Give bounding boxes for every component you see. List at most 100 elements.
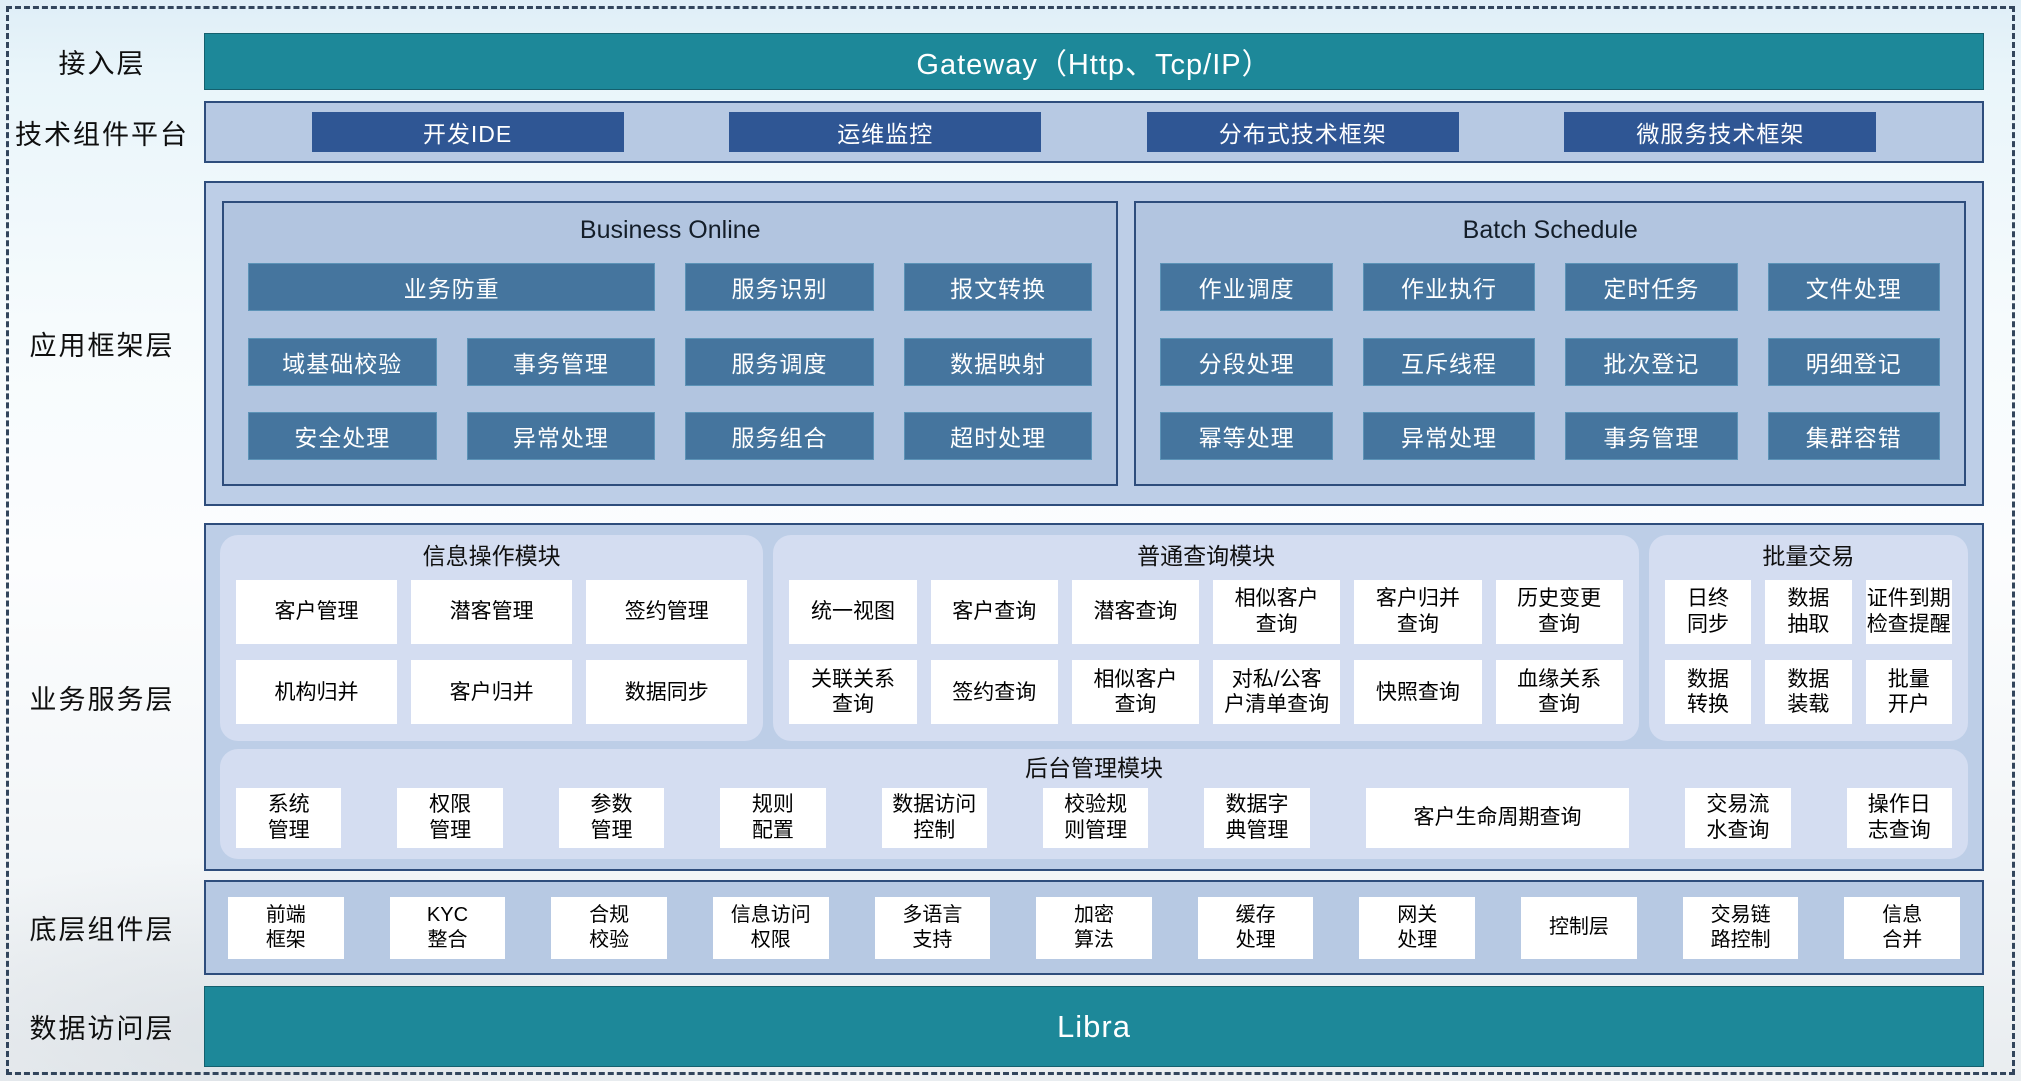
admin-item-permission-mgmt: 权限 管理 (397, 788, 503, 848)
tech-item-microservice-framework: 微服务技术框架 (1564, 112, 1877, 152)
frame-item-mutex-thread: 互斥线程 (1362, 337, 1536, 386)
base-item-compliance-check: 合规 校验 (551, 896, 667, 959)
frame-item-file-process: 文件处理 (1767, 263, 1940, 312)
business-service-band: 信息操作模块 客户管理 潜客管理 签约管理 机构归并 客户归并 数据同步 (204, 523, 1984, 871)
frame-item-detail-register: 明细登记 (1767, 337, 1940, 386)
base-item-multilanguage-support: 多语言 支持 (874, 896, 991, 959)
gateway-bar: Gateway（Http、Tcp/IP） (204, 33, 1984, 90)
base-item-control-layer: 控制层 (1521, 896, 1637, 959)
frame-item-job-schedule: 作业调度 (1160, 263, 1333, 312)
info-ops-grid: 客户管理 潜客管理 签约管理 机构归并 客户归并 数据同步 (236, 575, 748, 729)
query-item-prospect-query: 潜客查询 (1071, 579, 1200, 644)
tech-item-dev-ide: 开发IDE (311, 112, 624, 152)
query-grid: 统一视图 客户查询 潜客查询 相似客户 查询 客户归并 查询 历史变更 查询 关… (789, 575, 1623, 729)
libra-bar: Libra (204, 986, 1984, 1067)
layer-access: 接入层 Gateway（Http、Tcp/IP） (0, 33, 2021, 90)
layer-business-service: 业务服务层 信息操作模块 客户管理 潜客管理 签约管理 机构归并 客户归并 (0, 523, 2021, 871)
service-item-org-merge: 机构归并 (236, 660, 398, 725)
admin-item-parameter-mgmt: 参数 管理 (558, 788, 665, 848)
batch-item-eod-sync: 日终 同步 (1664, 579, 1752, 644)
data-access-gutter: 数据访问层 (0, 986, 204, 1067)
query-panel: 普通查询模块 统一视图 客户查询 潜客查询 相似客户 查询 客户归并 查询 历史… (773, 535, 1639, 741)
query-item-similar-customer-query2: 相似客户 查询 (1071, 660, 1200, 725)
frame-item-timeout: 超时处理 (903, 411, 1093, 460)
admin-item-customer-lifecycle-query: 客户生命周期查询 (1365, 788, 1630, 848)
tech-platform-band: 开发IDE 运维监控 分布式技术框架 微服务技术框架 (204, 101, 1984, 163)
layer-label-tech-platform: 技术组件平台 (15, 119, 189, 150)
layer-rows: 接入层 Gateway（Http、Tcp/IP） 技术组件平台 开发IDE 运维… (0, 33, 2021, 1067)
service-item-customer-merge: 客户归并 (411, 660, 573, 725)
frame-item-cluster-tolerance: 集群容错 (1767, 411, 1940, 460)
layer-label-access: 接入层 (58, 49, 146, 79)
service-top-panels: 信息操作模块 客户管理 潜客管理 签约管理 机构归并 客户归并 数据同步 (220, 535, 1968, 741)
layer-label-base-components: 底层组件层 (29, 915, 175, 945)
batch-schedule-panel: Batch Schedule 作业调度 作业执行 定时任务 文件处理 分段处理 … (1134, 201, 1966, 486)
frame-item-idempotent: 幂等处理 (1160, 411, 1333, 460)
layer-base-components: 底层组件层 前端 框架 KYC 整合 合规 校验 信息访问 权限 多语言 支持 … (0, 880, 2021, 975)
layer-label-data-access: 数据访问层 (29, 1014, 175, 1044)
layer-data-access: 数据访问层 Libra (0, 986, 2021, 1067)
admin-item-transaction-flow-query: 交易流 水查询 (1685, 788, 1791, 848)
admin-item-operation-log-query: 操作日 志查询 (1846, 788, 1952, 848)
admin-item-data-access-control: 数据访问 控制 (881, 788, 987, 848)
tech-item-distributed-framework: 分布式技术框架 (1146, 112, 1459, 152)
libra-bar-label: Libra (1057, 1008, 1131, 1044)
query-item-customer-list-query: 对私/公客 户清单查询 (1213, 660, 1341, 725)
admin-panel: 后台管理模块 系统 管理 权限 管理 参数 管理 规则 配置 数据访问 控制 校… (220, 749, 1968, 859)
batch-tx-grid: 日终 同步 数据 抽取 证件到期 检查提醒 数据 转换 数据 装载 批量 开户 (1664, 575, 1952, 729)
base-gutter: 底层组件层 (0, 880, 204, 975)
frame-item-segment-process: 分段处理 (1160, 337, 1333, 386)
info-ops-panel: 信息操作模块 客户管理 潜客管理 签约管理 机构归并 客户归并 数据同步 (220, 535, 764, 741)
batch-item-cert-expiry-reminder: 证件到期 检查提醒 (1865, 579, 1952, 644)
layer-label-app-framework: 应用框架层 (29, 331, 175, 361)
info-ops-title: 信息操作模块 (422, 543, 561, 569)
gateway-bar-label: Gateway（Http、Tcp/IP） (916, 48, 1272, 81)
base-item-cache-process: 缓存 处理 (1197, 896, 1314, 959)
frame-item-service-identify: 服务识别 (685, 263, 874, 312)
base-item-gateway-process: 网关 处理 (1359, 896, 1476, 959)
frame-item-data-mapping: 数据映射 (903, 337, 1093, 386)
service-item-customer-mgmt: 客户管理 (236, 579, 398, 644)
batch-schedule-grid: 作业调度 作业执行 定时任务 文件处理 分段处理 互斥线程 批次登记 明细登记 … (1160, 253, 1940, 470)
base-item-info-merge: 信息 合并 (1844, 896, 1961, 959)
app-framework-band: Business Online 业务防重 服务识别 报文转换 域基础校验 事务管… (204, 181, 1984, 506)
query-item-relation-query: 关联关系 查询 (789, 660, 917, 725)
base-item-info-access-permission: 信息访问 权限 (712, 896, 829, 959)
frame-item-service-schedule: 服务调度 (685, 337, 874, 386)
batch-item-data-extract: 数据 抽取 (1765, 579, 1852, 644)
frame-item-batch-transaction: 事务管理 (1565, 411, 1738, 460)
query-item-customer-query: 客户查询 (930, 579, 1058, 644)
business-online-title: Business Online (579, 216, 761, 244)
admin-title: 后台管理模块 (1025, 755, 1163, 781)
tech-item-ops-monitor: 运维监控 (729, 112, 1042, 152)
query-item-history-change-query: 历史变更 查询 (1495, 579, 1623, 644)
base-item-encryption-algorithm: 加密 算法 (1036, 896, 1152, 959)
frame-item-exception: 异常处理 (466, 411, 656, 460)
layer-tech-platform: 技术组件平台 开发IDE 运维监控 分布式技术框架 微服务技术框架 (0, 101, 2021, 163)
admin-item-rule-config: 规则 配置 (720, 788, 826, 848)
query-item-lineage-query: 血缘关系 查询 (1495, 660, 1623, 725)
query-item-snapshot-query: 快照查询 (1354, 660, 1482, 725)
frame-item-security: 安全处理 (248, 411, 437, 460)
admin-item-data-dict-mgmt: 数据字 典管理 (1204, 788, 1310, 848)
admin-item-validation-rule-mgmt: 校验规 则管理 (1042, 788, 1149, 848)
service-gutter: 业务服务层 (0, 523, 204, 871)
query-item-unified-view: 统一视图 (789, 579, 917, 644)
tech-gutter: 技术组件平台 (0, 101, 204, 163)
frame-item-batch-exception: 异常处理 (1362, 411, 1536, 460)
base-item-kyc-integration: KYC 整合 (389, 896, 506, 959)
base-components-band: 前端 框架 KYC 整合 合规 校验 信息访问 权限 多语言 支持 加密 算法 … (204, 880, 1984, 975)
query-item-similar-customer-query: 相似客户 查询 (1213, 579, 1341, 644)
frame-item-job-execute: 作业执行 (1362, 263, 1536, 312)
frame-item-batch-register: 批次登记 (1565, 337, 1738, 386)
query-item-contract-query: 签约查询 (930, 660, 1058, 725)
frame-item-dedup: 业务防重 (248, 263, 656, 312)
frame-item-transaction-mgmt: 事务管理 (466, 337, 656, 386)
service-item-data-sync: 数据同步 (586, 660, 748, 725)
base-item-frontend-framework: 前端 框架 (228, 896, 344, 959)
frame-item-service-compose: 服务组合 (685, 411, 874, 460)
business-online-panel: Business Online 业务防重 服务识别 报文转换 域基础校验 事务管… (222, 201, 1119, 486)
base-item-transaction-link-control: 交易链 路控制 (1682, 896, 1799, 959)
batch-item-data-convert: 数据 转换 (1664, 660, 1752, 725)
